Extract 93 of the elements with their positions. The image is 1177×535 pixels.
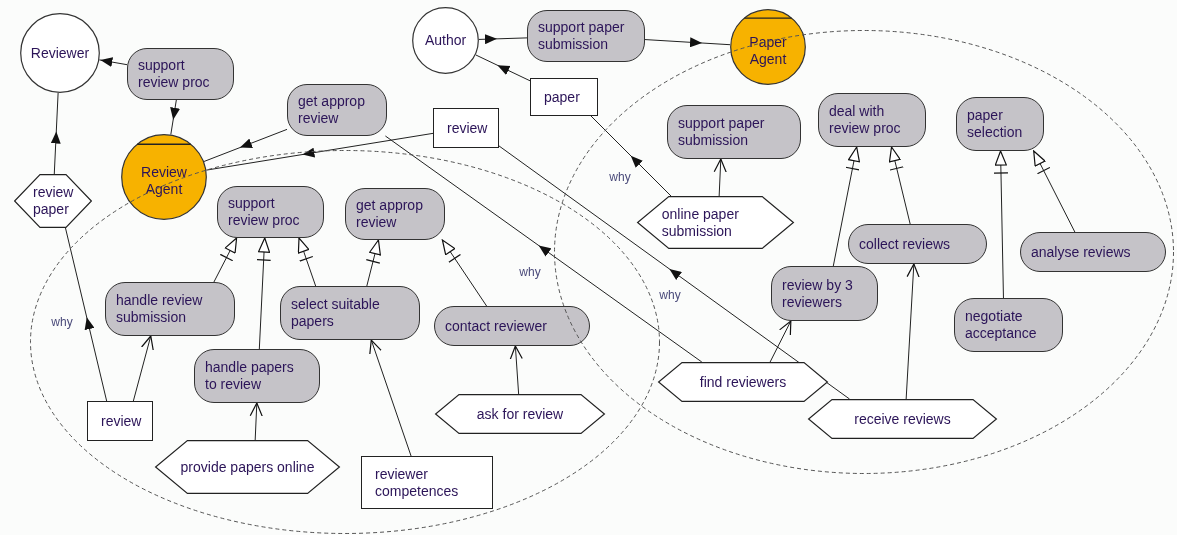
- resource-box: [87, 401, 153, 441]
- goal-node: [956, 97, 1044, 151]
- dependency-link: [50, 92, 61, 175]
- decomposition-link: [257, 237, 271, 350]
- task-hexagon: [14, 174, 92, 228]
- means-end-link: [713, 158, 727, 197]
- goal-node: [345, 188, 445, 240]
- decomposition-link: [1033, 150, 1076, 233]
- node-label: handle papers to review: [205, 359, 295, 393]
- agent-circle: [730, 9, 806, 85]
- task-hexagon: [658, 362, 828, 402]
- means-end-link: [905, 263, 920, 400]
- decomposition-link: [213, 237, 238, 283]
- node-label: online paper submission: [661, 205, 740, 240]
- node-label: provide papers online: [180, 458, 315, 476]
- node-label: contact reviewer: [445, 317, 547, 335]
- actor-circle: [20, 13, 100, 93]
- node-label: negotiate acceptance: [965, 308, 1038, 342]
- node-label: review: [101, 412, 142, 430]
- goal-node: [434, 306, 590, 346]
- task-hexagon: [808, 399, 997, 439]
- dependency-link: [590, 115, 672, 197]
- goal-node: [527, 10, 645, 62]
- node-label: support paper submission: [538, 19, 626, 53]
- node-label: support review proc: [138, 57, 211, 91]
- dependency-link: [384, 135, 703, 363]
- node-label: Review Agent: [140, 164, 188, 198]
- goal-node: [1020, 232, 1166, 272]
- decomposition-link: [441, 239, 488, 307]
- goal-node: [194, 349, 320, 403]
- node-label: handle review submission: [116, 292, 204, 326]
- actor-circle: [412, 7, 479, 74]
- means-end-link: [369, 339, 412, 457]
- node-label: get approp review: [298, 93, 366, 127]
- node-label: Reviewer: [30, 44, 90, 62]
- decomposition-link: [366, 239, 381, 287]
- node-label: collect reviews: [859, 235, 951, 253]
- edge-label: why: [607, 170, 633, 184]
- goal-node: [848, 224, 987, 264]
- edge-label: why: [517, 265, 543, 279]
- node-label: review paper: [33, 184, 73, 218]
- node-label: paper selection: [967, 107, 1024, 141]
- node-label: review by 3 reviewers: [782, 276, 854, 311]
- node-label: review: [447, 119, 488, 137]
- node-label: ask for review: [476, 405, 564, 423]
- resource-box: [361, 456, 493, 509]
- goal-node: [954, 298, 1063, 352]
- dependency-link: [478, 34, 528, 45]
- node-label: find reviewers: [699, 373, 787, 391]
- goal-node: [105, 282, 235, 336]
- node-label: Paper Agent: [748, 34, 788, 68]
- node-label: select suitable papers: [291, 296, 381, 330]
- node-label: get approp review: [356, 197, 424, 231]
- decomposition-link: [889, 146, 911, 225]
- dependency-link: [205, 132, 434, 171]
- dependency-link: [498, 145, 851, 400]
- resource-box: [433, 108, 499, 148]
- node-label: receive reviews: [854, 410, 951, 428]
- dependency-link: [98, 57, 128, 68]
- decomposition-link: [832, 146, 860, 267]
- agent-circle: [121, 134, 207, 220]
- dependency-link: [644, 37, 731, 48]
- goal-node: [667, 105, 801, 159]
- node-label: reviewer competences: [375, 465, 460, 500]
- goal-node: [771, 266, 878, 321]
- goal-node: [127, 48, 234, 100]
- resource-box: [530, 78, 598, 116]
- goal-node: [217, 186, 324, 238]
- edge-label: why: [657, 288, 683, 302]
- means-end-link: [132, 335, 154, 402]
- means-end-link: [769, 320, 792, 363]
- node-label: Author: [424, 32, 467, 49]
- node-label: support review proc: [228, 195, 301, 229]
- task-hexagon: [637, 196, 794, 249]
- goal-node: [280, 286, 420, 340]
- node-label: analyse reviews: [1031, 243, 1131, 261]
- node-label: support paper submission: [678, 115, 766, 149]
- dependency-link: [475, 54, 531, 82]
- edge-label: why: [49, 315, 75, 329]
- dependency-link: [170, 99, 180, 136]
- dependency-link: [65, 227, 108, 402]
- decomposition-link: [994, 150, 1008, 299]
- decomposition-link: [297, 237, 317, 287]
- goal-node: [818, 93, 926, 147]
- node-label: deal with review proc: [829, 103, 902, 137]
- node-label: paper: [544, 88, 580, 106]
- means-end-link: [509, 345, 523, 395]
- means-end-link: [249, 402, 263, 441]
- goal-node: [287, 84, 387, 136]
- task-hexagon: [435, 394, 605, 434]
- task-hexagon: [155, 440, 340, 494]
- dependency-link: [203, 128, 288, 162]
- boundary-ellipse: [30, 150, 660, 534]
